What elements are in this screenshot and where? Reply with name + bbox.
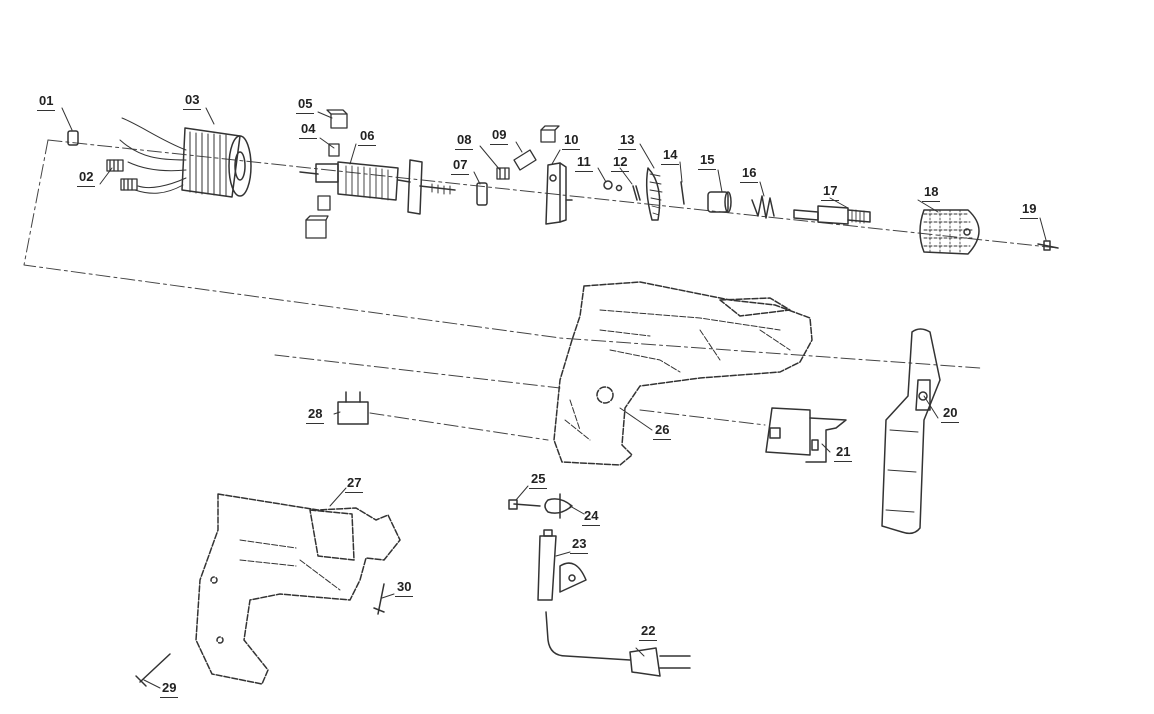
part-08-09-drawing bbox=[496, 125, 560, 180]
part-label-15: 15 bbox=[697, 152, 718, 170]
part-label-04: 04 bbox=[298, 121, 319, 139]
part-label-09: 09 bbox=[489, 127, 510, 145]
part-label-19: 19 bbox=[1019, 201, 1040, 219]
part-03-drawing bbox=[119, 117, 252, 198]
part-06-drawing bbox=[299, 159, 456, 215]
part-11-14-drawing bbox=[603, 167, 685, 221]
part-label-27: 27 bbox=[344, 475, 365, 493]
part-19-drawing bbox=[1037, 240, 1059, 251]
part-17-drawing bbox=[793, 205, 871, 225]
part-24-25-drawing bbox=[508, 493, 573, 519]
part-10-drawing bbox=[545, 162, 573, 225]
part-label-25: 25 bbox=[528, 471, 549, 489]
part-label-03: 03 bbox=[182, 92, 203, 110]
part-04-05-drawing bbox=[305, 109, 348, 239]
part-18-drawing bbox=[919, 209, 980, 255]
part-label-28: 28 bbox=[305, 406, 326, 424]
part-29-30-drawing bbox=[135, 583, 385, 687]
part-label-30: 30 bbox=[394, 579, 415, 597]
part-label-08: 08 bbox=[454, 132, 475, 150]
part-label-17: 17 bbox=[820, 183, 841, 201]
part-label-26: 26 bbox=[652, 422, 673, 440]
part-label-06: 06 bbox=[357, 128, 378, 146]
part-15-drawing bbox=[707, 191, 732, 213]
part-label-13: 13 bbox=[617, 132, 638, 150]
assembly-axis-lines bbox=[23, 139, 1059, 441]
part-07-drawing bbox=[476, 182, 488, 206]
leader-lines bbox=[61, 107, 1047, 689]
part-27-drawing bbox=[195, 493, 401, 685]
part-28-drawing bbox=[337, 391, 369, 425]
part-label-23: 23 bbox=[569, 536, 590, 554]
part-label-11: 11 bbox=[575, 154, 593, 172]
part-26-drawing bbox=[553, 281, 813, 466]
part-16-drawing bbox=[751, 195, 775, 219]
part-21-drawing bbox=[765, 407, 847, 463]
part-label-18: 18 bbox=[921, 184, 942, 202]
part-label-14: 14 bbox=[660, 147, 681, 165]
part-label-10: 10 bbox=[561, 132, 582, 150]
part-label-22: 22 bbox=[638, 623, 659, 641]
part-label-12: 12 bbox=[610, 154, 631, 172]
part-label-16: 16 bbox=[739, 165, 760, 183]
part-label-05: 05 bbox=[295, 96, 316, 114]
part-label-02: 02 bbox=[76, 169, 97, 187]
part-02-drawing bbox=[106, 159, 138, 191]
part-label-29: 29 bbox=[159, 680, 180, 698]
part-label-01: 01 bbox=[36, 93, 57, 111]
part-20-drawing bbox=[881, 328, 941, 535]
part-23-drawing bbox=[537, 529, 587, 601]
part-22-drawing bbox=[545, 611, 691, 677]
part-label-20: 20 bbox=[940, 405, 961, 423]
part-label-21: 21 bbox=[833, 444, 854, 462]
part-01-drawing bbox=[67, 130, 79, 146]
part-label-24: 24 bbox=[581, 508, 602, 526]
part-label-07: 07 bbox=[450, 157, 471, 175]
